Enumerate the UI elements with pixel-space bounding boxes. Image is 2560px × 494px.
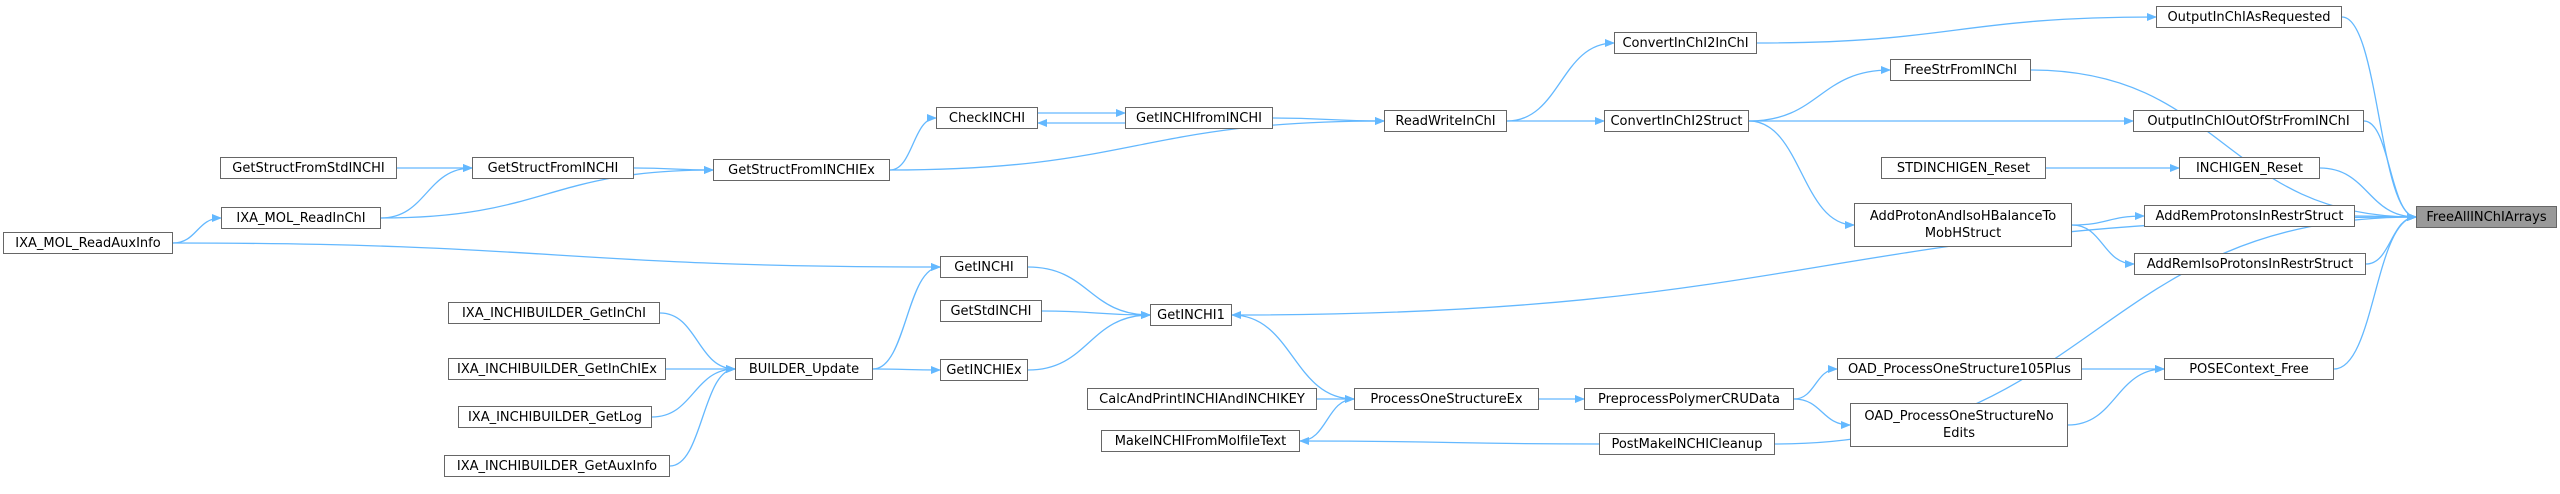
- node-oad-process-one-structure-no-edits[interactable]: OAD_ProcessOneStructureNo Edits: [1850, 403, 2068, 447]
- edge-inchigen_reset-to-free_all: [2319, 167, 2417, 221]
- edge-convert_struct-to-free_str: [1748, 66, 1891, 122]
- edge-builder_update-to-get_inchi: [872, 263, 941, 370]
- node-stdinchigen-reset[interactable]: STDINCHIGEN_Reset: [1881, 157, 2046, 179]
- node-convert-inchi2struct[interactable]: ConvertInChI2Struct: [1604, 110, 1749, 132]
- edge-add_proton_mob-to-add_rem_protons: [2071, 212, 2145, 226]
- node-output-inchi-out-of-str-from-inchi[interactable]: OutputInChIOutOfStrFromINChI: [2133, 110, 2364, 132]
- node-ixa-inchibuilder-get-aux-info[interactable]: IXA_INCHIBUILDER_GetAuxInfo: [444, 455, 670, 477]
- node-post-make-inchi-cleanup[interactable]: PostMakeINCHICleanup: [1599, 433, 1775, 455]
- edge-builder_update-to-get_inchi_ex: [872, 365, 941, 374]
- edge-ixa_get_log-to-builder_update: [651, 365, 736, 418]
- edge-output_out-to-free_all: [2363, 120, 2417, 221]
- edge-preprocess-to-oad_105: [1793, 365, 1838, 400]
- node-process-one-structure-ex[interactable]: ProcessOneStructureEx: [1354, 388, 1539, 410]
- node-get-inchi-from-inchi[interactable]: GetINCHIfromINCHI: [1125, 107, 1273, 129]
- edge-ixa_get_inchi-to-builder_update: [659, 312, 736, 373]
- edge-ixa_mol_read-to-get_struct: [380, 164, 473, 219]
- edge-free_str-to-free_all: [2030, 69, 2417, 221]
- edge-get_inchi-to-get_inchi1: [1027, 266, 1151, 319]
- edge-ixa_mol_aux-to-get_inchi: [172, 242, 941, 271]
- edge-add_proton_mob-to-add_rem_iso: [2071, 224, 2135, 268]
- node-convert-inchi2inchi[interactable]: ConvertInChI2InChI: [1614, 32, 1757, 54]
- node-get-struct-from-inchi[interactable]: GetStructFromINCHI: [472, 157, 634, 179]
- node-get-struct-from-std-inchi[interactable]: GetStructFromStdINCHI: [220, 157, 397, 179]
- node-builder-update[interactable]: BUILDER_Update: [735, 358, 873, 380]
- node-ixa-mol-read-inchi[interactable]: IXA_MOL_ReadInChI: [221, 207, 381, 229]
- edge-oad_no_edits-to-pose_free: [2067, 365, 2165, 426]
- node-add-proton-and-iso-h-balance-to-mobh-struct[interactable]: AddProtonAndIsoHBalanceTo MobHStruct: [1854, 203, 2072, 247]
- node-ixa-inchibuilder-get-log[interactable]: IXA_INCHIBUILDER_GetLog: [458, 406, 652, 428]
- node-ixa-inchibuilder-get-inchi-ex[interactable]: IXA_INCHIBUILDER_GetInChIEx: [448, 358, 666, 380]
- edge-ixa_mol_aux-to-ixa_mol_read: [172, 214, 222, 244]
- edge-get_inchi_ex-to-get_inchi1: [1027, 311, 1151, 371]
- node-ixa-inchibuilder-get-inchi[interactable]: IXA_INCHIBUILDER_GetInChI: [448, 302, 660, 324]
- edge-get_struct_ex-to-read_write: [889, 117, 1385, 171]
- node-ixa-mol-read-aux-info[interactable]: IXA_MOL_ReadAuxInfo: [3, 232, 173, 254]
- node-get-struct-from-inchi-ex[interactable]: GetStructFromINCHIEx: [713, 159, 890, 181]
- node-calc-and-print-inchi-and-inchikey[interactable]: CalcAndPrintINCHIAndINCHIKEY: [1087, 388, 1317, 410]
- node-free-str-from-inchi[interactable]: FreeStrFromINChI: [1890, 59, 2031, 81]
- edge-read_write-to-convert_inchi: [1506, 39, 1615, 122]
- node-add-rem-protons-in-restr-struct[interactable]: AddRemProtonsInRestrStruct: [2144, 205, 2355, 227]
- node-get-inchi[interactable]: GetINCHI: [940, 256, 1028, 278]
- edge-ixa_mol_read-to-get_struct_ex: [380, 166, 714, 219]
- edge-get_std_inchi-to-get_inchi1: [1041, 310, 1151, 319]
- edge-pose_free-to-free_all: [2333, 213, 2417, 370]
- edge-post_make-to-make_molfile: [1299, 437, 1600, 446]
- edge-convert_struct-to-add_proton_mob: [1748, 120, 1855, 229]
- edge-process_one-to-get_inchi1: [1231, 311, 1355, 400]
- node-inchigen-reset[interactable]: INCHIGEN_Reset: [2179, 157, 2320, 179]
- edge-preprocess-to-oad_no_edits: [1793, 398, 1851, 429]
- node-get-inchi-ex[interactable]: GetINCHIEx: [940, 359, 1028, 381]
- node-preprocess-polymer-cru-data[interactable]: PreprocessPolymerCRUData: [1584, 388, 1794, 410]
- edge-add_rem_iso-to-free_all: [2365, 213, 2417, 265]
- node-check-inchi[interactable]: CheckINCHI: [936, 107, 1038, 129]
- node-get-std-inchi[interactable]: GetStdINCHI: [940, 300, 1042, 322]
- node-add-rem-iso-protons-in-restr-struct[interactable]: AddRemIsoProtonsInRestrStruct: [2134, 253, 2366, 275]
- node-pose-context-free[interactable]: POSEContext_Free: [2164, 358, 2334, 380]
- node-free-all-inchi-arrays: FreeAllINChIArrays: [2416, 206, 2557, 228]
- node-oad-process-one-structure-105-plus[interactable]: OAD_ProcessOneStructure105Plus: [1837, 358, 2082, 380]
- edge-ixa_get_aux-to-builder_update: [669, 365, 736, 467]
- edge-get_struct_ex-to-check_inchi: [889, 114, 937, 171]
- node-output-inchi-as-requested[interactable]: OutputInChIAsRequested: [2156, 6, 2342, 28]
- node-read-write-inchi[interactable]: ReadWriteInChI: [1384, 110, 1507, 132]
- edge-convert_inchi-to-output_req: [1756, 13, 2157, 44]
- node-get-inchi1[interactable]: GetINCHI1: [1150, 304, 1232, 326]
- node-make-inchi-from-molfile-text[interactable]: MakeINCHIFromMolfileText: [1101, 430, 1300, 452]
